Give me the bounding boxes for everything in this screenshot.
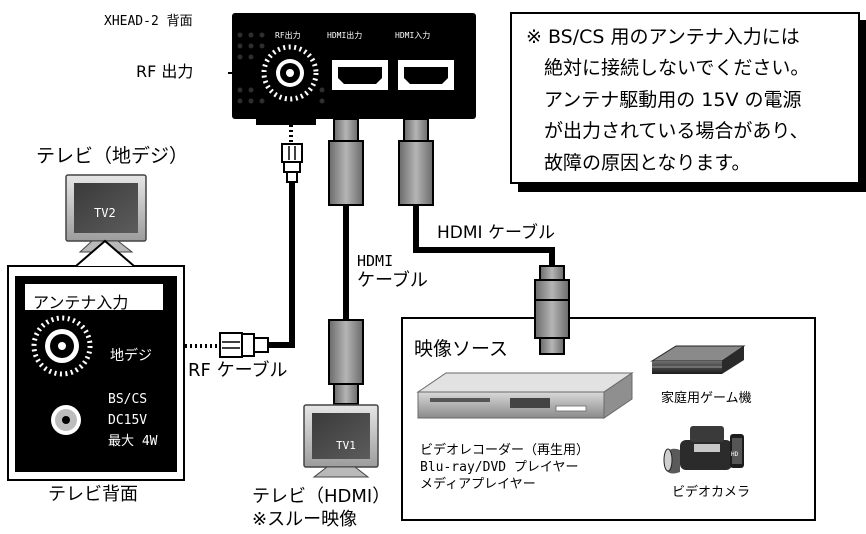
notice-line-5: 故障の原因となります。 [544,152,751,174]
recorder-label-3: メディアプレイヤー [420,477,536,492]
port-label-rf-out: RF出力 [275,31,301,40]
rf-out-label: RF 出力 [136,62,194,81]
tv-back-caption: テレビ背面 [48,484,138,505]
notice-line-1: ※ BS/CS 用のアンテナ入力には [526,26,800,48]
console-label: 家庭用ゲーム機 [661,391,752,406]
warning-notice: ※ BS/CS 用のアンテナ入力には 絶対に接続しないでください。 アンテナ駆動… [510,12,860,184]
bs-label-line-3: 最大 4W [108,434,158,449]
antenna-input-label: アンテナ入力 [24,283,164,312]
camera-label: ビデオカメラ [672,485,751,500]
tv1-caption-line-1: テレビ（HDMI） [252,486,391,507]
hdmi-cable-center-label-1: HDMI [357,252,394,270]
bs-label-line-1: BS/CS [108,392,148,407]
hdmi-cable-right-label: HDMI ケーブル [437,223,555,243]
notice-line-3: アンテナ駆動用の 15V の電源 [544,89,802,111]
tv-back-panel [7,239,185,481]
notice-line-2: 絶対に接続しないでください。 [544,57,810,79]
tv2-screen-label: TV2 [94,206,116,220]
camcorder-illustration [663,426,744,474]
tv2-caption: テレビ（地デジ） [36,145,189,167]
video-sources-title: 映像ソース [414,338,509,360]
tv1-illustration [303,404,379,478]
game-console-illustration [650,345,746,374]
video-recorder-illustration [416,372,634,419]
notice-line-4: が出力されている場合があり、 [544,120,809,142]
tv1-caption-line-2: ※スルー映像 [252,509,358,530]
tv2-illustration [65,174,147,253]
xhead-device [232,13,476,125]
hdmi-cable-center-label-2: ケーブル [357,270,428,291]
bs-label-line-2: DC15V [108,413,148,428]
rf-cable-label: RF ケーブル [188,360,288,381]
video-sources-box [401,299,816,521]
camera-hd-badge: HD [731,451,739,458]
port-label-hdmi-in: HDMI入力 [395,31,431,40]
recorder-label-1: ビデオレコーダー（再生用） [420,443,590,458]
terrestrial-label: 地デジ [110,348,152,364]
hdmi-cable-tv1 [328,118,364,405]
tv1-screen-label: TV1 [336,439,356,452]
port-label-hdmi-out: HDMI出力 [327,31,363,40]
device-name: XHEAD-2 背面 [104,14,193,29]
recorder-label-2: Blu-ray/DVD プレイヤー [420,460,579,475]
